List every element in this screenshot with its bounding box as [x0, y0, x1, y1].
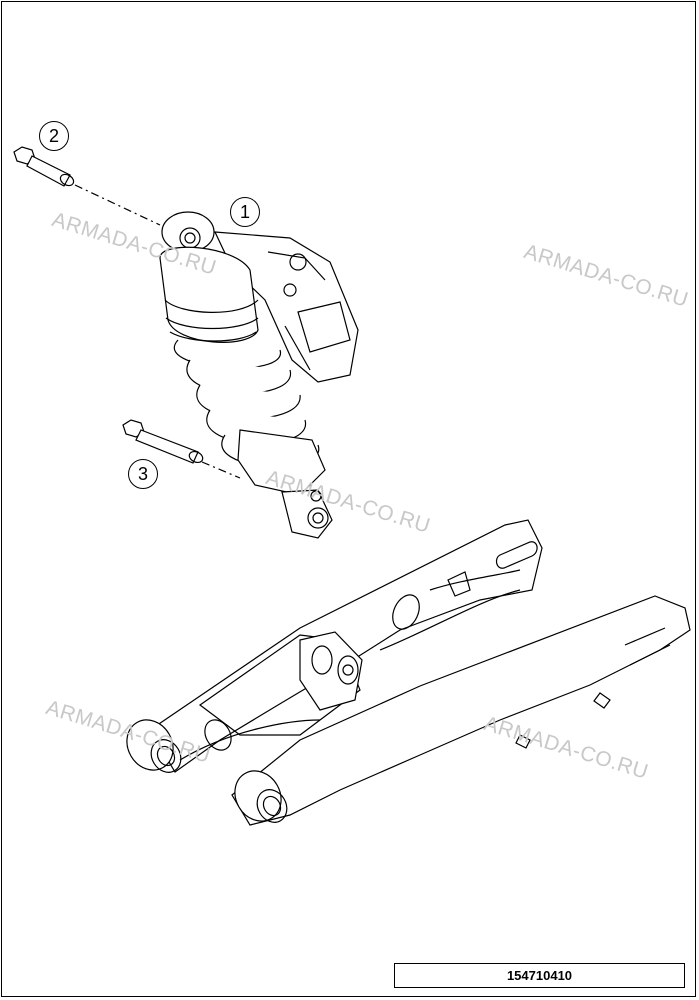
- callout-2-upper-bolt: 2: [39, 121, 69, 151]
- part-number-box: 154710410: [394, 963, 685, 988]
- swingarm-shape: [126, 519, 691, 826]
- callout-1-shock-absorber: 1: [230, 197, 260, 227]
- bolt-3-shape: [122, 419, 204, 464]
- bolt-3-axis-line: [201, 461, 241, 479]
- bolt-2-axis-line: [74, 184, 161, 226]
- bolt-2-shape: [13, 146, 75, 187]
- callout-3-lower-bolt: 3: [128, 459, 158, 489]
- shock-absorber-shape: [159, 211, 359, 539]
